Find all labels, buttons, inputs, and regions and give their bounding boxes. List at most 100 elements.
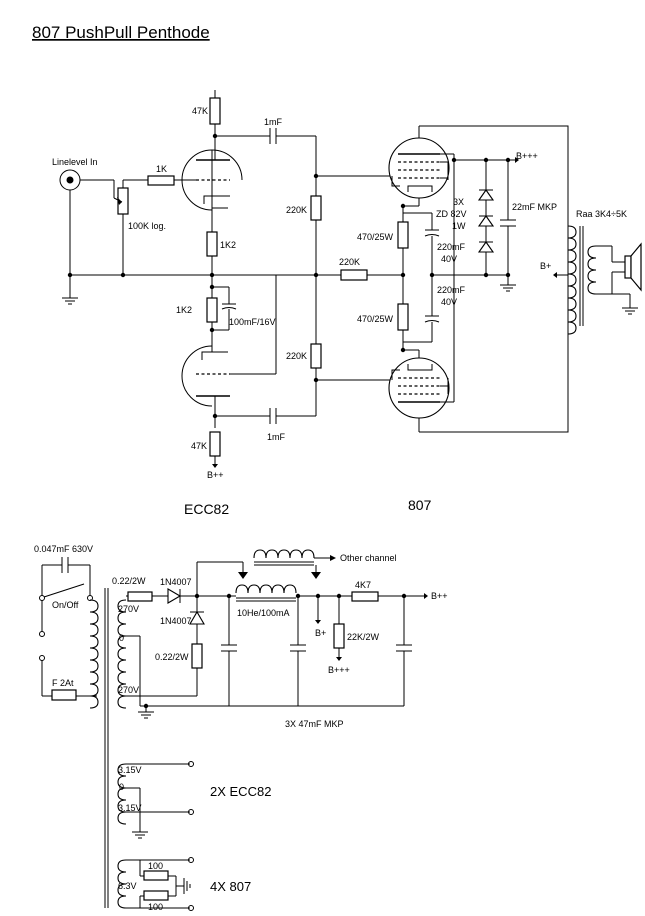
resistor-1k2-top (206, 231, 218, 257)
label-22mf: 22mF MKP (512, 202, 557, 212)
on-off-switch (39, 583, 93, 601)
label-220k-bottom: 220K (286, 351, 307, 361)
label-bppp-psu: B+++ (328, 665, 350, 675)
label-220k-middle: 220K (339, 257, 360, 267)
label-1n4007-b: 1N4007 (160, 616, 192, 626)
capacitor-22mf (500, 219, 516, 227)
ground-symbol-psu (138, 706, 154, 719)
label-270v-top: 270V (118, 604, 139, 614)
label-470-top: 470/25W (357, 232, 394, 242)
label-zd-3x: 3X (453, 197, 464, 207)
label-100mf: 100mF/16V (229, 317, 276, 327)
label-220mf-bot-a: 220mF (437, 285, 466, 295)
capacitor-047mf (41, 557, 91, 596)
label-270v-bot: 270V (118, 685, 139, 695)
label-2x-ecc82: 2X ECC82 (210, 784, 271, 799)
ground-symbol-heater (132, 831, 148, 839)
label-caps-3x: 3X 47mF MKP (285, 719, 344, 729)
mains-transformer (89, 588, 127, 909)
resistor-47k-top (209, 97, 221, 125)
label-0-hv: 0 (119, 633, 124, 643)
resistor-022-bottom (191, 643, 203, 669)
tube-807-bottom (388, 349, 454, 419)
choke-other-channel (253, 549, 315, 566)
label-807: 807 (408, 497, 432, 513)
capacitor-1mf-top (269, 128, 316, 144)
resistor-22k (333, 623, 345, 649)
label-raa: Raa 3K4÷5K (576, 209, 627, 219)
output-transformer (567, 225, 612, 335)
volume-potentiometer (113, 179, 148, 275)
label-22k: 22K/2W (347, 632, 380, 642)
resistor-100-top (143, 870, 169, 881)
capacitor-100mf (221, 303, 237, 310)
capacitor-220mf-top (424, 229, 440, 237)
ecc82-triode-bottom (181, 340, 230, 428)
label-fuse: F 2At (52, 678, 74, 688)
label-1k2-bottom: 1K2 (176, 305, 192, 315)
label-bplus-out: B+ (540, 261, 551, 271)
resistor-1k2-bottom (206, 297, 218, 323)
fuse-2at (42, 689, 97, 701)
ground-symbol-807 (500, 284, 516, 292)
label-0-heat: 0 (119, 782, 124, 792)
capacitor-47mf-b (290, 644, 306, 652)
label-ecc82: ECC82 (184, 501, 229, 517)
ground-symbol-heater-807 (183, 878, 191, 894)
resistor-470-top (397, 221, 409, 249)
diode-1n4007-b (189, 610, 205, 625)
resistor-470-bottom (397, 303, 409, 331)
label-on-off: On/Off (52, 600, 79, 610)
label-bpp-psu: B++ (431, 591, 448, 601)
resistor-47k-bottom (209, 431, 221, 457)
label-220mf-top-a: 220mF (437, 242, 466, 252)
label-bpp-input: B++ (207, 470, 224, 480)
label-63v: 6.3V (118, 881, 137, 891)
label-bplus-psu: B+ (315, 628, 326, 638)
ecc82-triode-top (181, 136, 230, 211)
capacitor-220mf-bottom (424, 315, 440, 323)
resistor-022-top (127, 591, 153, 602)
label-1mf-top: 1mF (264, 117, 283, 127)
label-c-047: 0.047mF 630V (34, 544, 93, 554)
label-315v-top: 3.15V (118, 765, 142, 775)
label-220mf-top-b: 40V (441, 254, 457, 264)
label-linelevel-in: Linelevel In (52, 157, 98, 167)
label-pot-100k: 100K log. (128, 221, 166, 231)
label-zd-82v: ZD 82V (436, 209, 467, 219)
resistor-100-bottom (143, 890, 169, 901)
label-022-top: 0.22/2W (112, 576, 146, 586)
label-100-bot: 100 (148, 902, 163, 912)
label-315v-bot: 3.15V (118, 803, 142, 813)
resistor-4k7 (351, 591, 379, 602)
tube-807-top (388, 137, 454, 207)
label-470-bottom: 470/25W (357, 314, 394, 324)
label-47k-top: 47K (192, 106, 208, 116)
label-choke: 10He/100mA (237, 608, 290, 618)
capacitor-1mf-bottom (269, 408, 316, 424)
label-1k2-top: 1K2 (220, 240, 236, 250)
resistor-220k-middle (340, 269, 368, 281)
resistor-220k-bottom (310, 343, 322, 369)
choke-10he (235, 584, 297, 602)
speaker-icon (611, 242, 642, 315)
diagram-title: 807 PushPull Penthode (32, 23, 210, 42)
label-zd-1w: 1W (452, 221, 466, 231)
label-1k: 1K (156, 164, 167, 174)
resistor-220k-top (310, 195, 322, 221)
ground-symbol-input (62, 294, 78, 305)
label-4x-807: 4X 807 (210, 879, 251, 894)
label-bppp-out: B+++ (516, 151, 538, 161)
capacitor-47mf-a (221, 644, 237, 652)
zener-diode-stack (477, 189, 495, 253)
label-1n4007-a: 1N4007 (160, 577, 192, 587)
resistor-1k-input (147, 175, 190, 186)
label-022-bot: 0.22/2W (155, 652, 189, 662)
label-100-top: 100 (148, 861, 163, 871)
label-4k7: 4K7 (355, 580, 371, 590)
diode-1n4007-a (167, 588, 182, 604)
label-220k-top: 220K (286, 205, 307, 215)
capacitor-47mf-c (396, 644, 412, 652)
label-other-channel: Other channel (340, 553, 397, 563)
